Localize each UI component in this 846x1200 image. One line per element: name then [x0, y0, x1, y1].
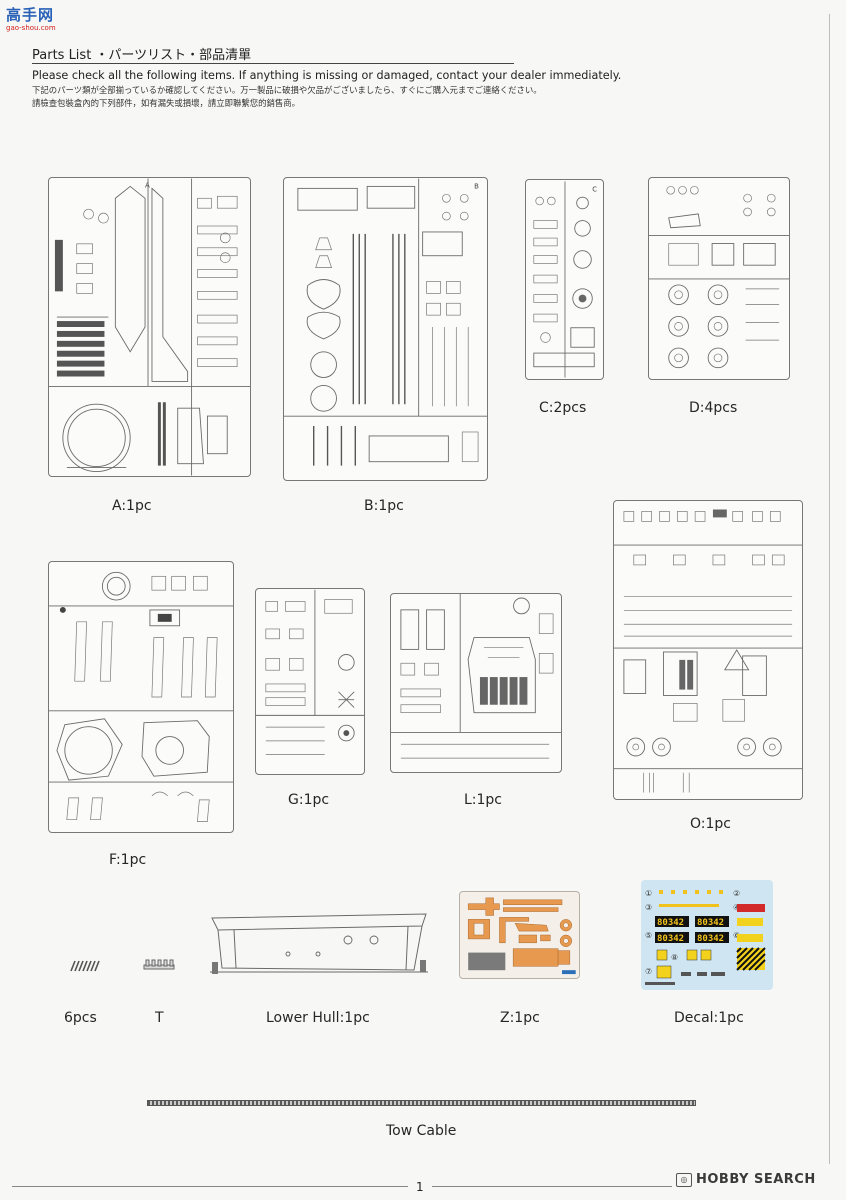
sprue-c-drawing: C: [533, 181, 597, 378]
sprue-a-letter: A: [145, 181, 150, 189]
footer-rule-right: [432, 1186, 672, 1187]
hobby-search-credit: ◎ HOBBY SEARCH: [676, 1172, 816, 1187]
decal-number-2: 80342: [697, 918, 724, 928]
sprue-g-label: G:1pc: [288, 792, 330, 808]
instruction-chinese: 請檢查包裝盒內的下列部件，如有漏失或損壞，請立即聯繫您的銷售商。: [32, 98, 300, 108]
watermark-brand: 高手网: [6, 6, 55, 24]
sprue-f-drawing: [49, 571, 233, 822]
decal-marker-2: ②: [733, 889, 740, 898]
decal-number-4: 80342: [697, 934, 724, 944]
sprue-d-drawing: [649, 185, 789, 369]
sprue-a-drawing: A: [49, 178, 250, 476]
decal-marker-1: ①: [645, 889, 652, 898]
sprue-o-drawing: [614, 509, 802, 793]
lower-hull-photo: [208, 910, 430, 978]
springs-photo: [68, 956, 102, 976]
decal-marker-3: ③: [645, 903, 652, 912]
sprue-b-letter: B: [474, 182, 479, 190]
decal-marker-8: ⑧: [671, 953, 678, 962]
sprue-a: A: [48, 177, 251, 477]
decal-label: Decal:1pc: [674, 1010, 744, 1026]
decal-number-1: 80342: [657, 918, 684, 928]
sprue-b-drawing: B: [284, 178, 487, 466]
page-title: Parts List ・パーツリスト・部品清單: [32, 48, 252, 63]
sprue-o: [613, 500, 803, 800]
sprue-g-drawing: [256, 589, 364, 755]
sprue-c: C: [525, 179, 604, 380]
credit-logo-icon: ◎: [676, 1172, 692, 1187]
sprue-o-label: O:1pc: [690, 816, 731, 832]
sprue-d: [648, 177, 790, 380]
decal-marker-7: ⑦: [645, 967, 652, 976]
sprue-f-label: F:1pc: [109, 852, 147, 868]
sprue-g: [255, 588, 365, 775]
sprue-l: [390, 593, 562, 773]
sprue-l-label: L:1pc: [464, 792, 503, 808]
page-number: 1: [416, 1180, 424, 1194]
watermark-url: gao-shou.com: [6, 24, 56, 32]
decal-sheet: ① ② ③ ④ ⑤ ⑥ ⑦ ⑧ 80342 80342 80342 80342: [641, 880, 773, 990]
decal-number-3: 80342: [657, 934, 684, 944]
photo-etch-z-label: Z:1pc: [500, 1010, 540, 1026]
instruction-japanese: 下記のパーツ類が全部揃っているか確認してください。万一製品に破損や欠品がございま…: [32, 85, 542, 95]
t-parts-label: T: [155, 1010, 164, 1026]
sprue-b-label: B:1pc: [364, 498, 404, 514]
watermark-logo: 高手网 gao-shou.com: [6, 6, 68, 40]
photo-etch-z: [459, 891, 580, 979]
sprue-c-letter: C: [592, 185, 597, 193]
title-underline: [32, 63, 514, 64]
sprue-c-label: C:2pcs: [539, 400, 587, 416]
tow-cable-photo: [147, 1100, 696, 1106]
page-edge-rule: [829, 14, 830, 1164]
springs-label: 6pcs: [64, 1010, 97, 1026]
decal-marker-6: ⑥: [733, 931, 740, 940]
sprue-a-label: A:1pc: [112, 498, 152, 514]
footer-rule-left: [12, 1186, 408, 1187]
lower-hull-label: Lower Hull:1pc: [266, 1010, 370, 1026]
sprue-b: B: [283, 177, 488, 481]
instruction-english: Please check all the following items. If…: [32, 69, 622, 82]
decal-marker-4: ④: [733, 903, 740, 912]
credit-text: HOBBY SEARCH: [696, 1172, 816, 1187]
decal-marker-5: ⑤: [645, 931, 652, 940]
sprue-f: [48, 561, 234, 833]
sprue-d-label: D:4pcs: [689, 400, 738, 416]
tow-cable-label: Tow Cable: [386, 1123, 457, 1139]
sprue-l-drawing: [391, 594, 561, 759]
t-parts-photo: [142, 956, 176, 974]
